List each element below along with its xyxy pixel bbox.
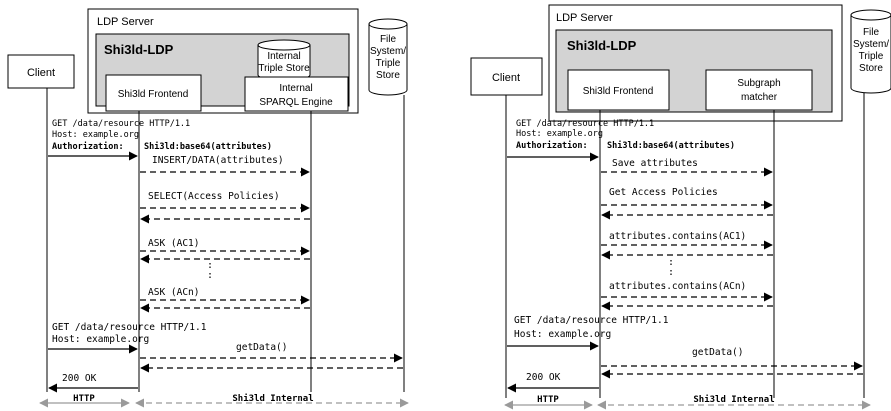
left-msg-insert: INSERT/DATA(attributes) [152,155,284,166]
right-ldp-server-label: LDP Server [556,12,613,24]
right-client-box [470,57,543,96]
left-triple-store-label-2: Triple Store [258,63,310,74]
right-fs-label-2: System/ [853,39,889,50]
right-legend-http: HTTP [537,395,559,405]
right-frontend-label: Shi3ld Frontend [583,86,654,97]
right-fs-label-4: Store [859,63,883,74]
left-sparql-engine-box [244,76,349,112]
left-ldp-server-label: LDP Server [97,16,154,28]
left-engine-label-1: Internal [279,83,312,94]
left-diagram: LDP Server Shi3ld-LDP Internal Triple St… [7,8,409,408]
left-fs-label-3: Triple [376,58,401,69]
left-internal-triple-store: Internal Triple Store [257,39,311,81]
right-req1-auth-key: Authorization: [516,140,588,151]
left-msg-getdata: getData() [236,342,287,353]
left-shi3ld-ldp-label: Shi3ld-LDP [104,42,174,57]
right-req2-line1: GET /data/resource HTTP/1.1 [514,315,669,326]
left-legend-http: HTTP [73,394,95,404]
left-fs-label-2: System/ [370,46,406,57]
right-dots-1: : [668,257,674,268]
left-file-system-store: File System/ Triple Store [368,18,408,96]
left-frontend-box [105,74,202,112]
left-req1-line1: GET /data/resource HTTP/1.1 [52,119,190,129]
right-msg-200: 200 OK [526,372,561,383]
left-dots-1: : [207,260,213,271]
left-req2-line2: Host: example.org [52,334,149,345]
right-fs-label-3: Triple [859,51,884,62]
right-shi3ld-ldp-label: Shi3ld-LDP [567,38,637,53]
right-msg-contains1: attributes.contains(AC1) [609,231,746,242]
left-client-box [7,54,75,89]
left-req2-line1: GET /data/resource HTTP/1.1 [52,322,207,333]
right-legend-internal: Shi3ld Internal [693,394,774,405]
right-diagram: LDP Server Shi3ld-LDP Shi3ld Frontend Su… [470,4,891,410]
left-msg-ask1: ASK (AC1) [148,238,199,249]
right-msg-containsn: attributes.contains(ACn) [609,281,746,292]
left-triple-store-label-1: Internal [267,51,300,62]
left-client-label: Client [27,67,55,79]
left-msg-select: SELECT(Access Policies) [148,191,280,202]
right-req2-line2: Host: example.org [514,329,611,340]
right-dots-2: : [668,267,674,278]
left-engine-label-2: SPARQL Engine [259,97,333,108]
left-req1-line2: Host: example.org [52,130,139,140]
left-req1-auth-val: Shi3ld:base64(attributes) [144,141,272,152]
left-fs-label-1: File [380,34,397,45]
right-frontend-box [567,69,670,111]
right-matcher-label-1: Subgraph [737,78,780,89]
right-req1-line1: GET /data/resource HTTP/1.1 [516,119,654,129]
left-dots-2: : [207,270,213,281]
left-fs-label-4: Store [376,70,400,81]
right-msg-get-policies: Get Access Policies [609,187,718,198]
right-req1-line2: Host: example.org [516,129,603,139]
left-frontend-label: Shi3ld Frontend [118,89,189,100]
right-subgraph-matcher-box [705,69,813,111]
left-req1-auth-key: Authorization: [52,141,124,152]
right-fs-label-1: File [863,27,880,38]
right-client-label: Client [492,72,520,84]
left-msg-200: 200 OK [62,373,97,384]
right-req1-auth-val: Shi3ld:base64(attributes) [607,140,735,151]
left-legend-internal: Shi3ld Internal [232,393,313,404]
right-msg-save: Save attributes [612,158,698,169]
right-matcher-label-2: matcher [741,92,778,103]
right-msg-getdata: getData() [692,347,743,358]
left-msg-askn: ASK (ACn) [148,287,199,298]
right-file-system-store: File System/ Triple Store [850,9,891,94]
